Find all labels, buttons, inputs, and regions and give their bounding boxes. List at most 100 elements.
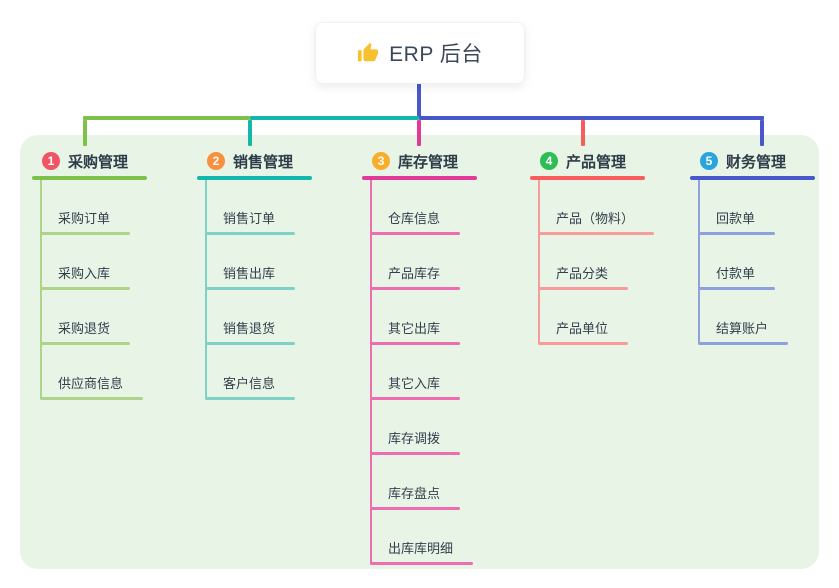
child-label: 客户信息	[223, 376, 276, 391]
branch-spine	[538, 180, 540, 343]
child-underline	[370, 397, 460, 400]
child-label: 采购入库	[58, 266, 111, 281]
child-label: 库存盘点	[388, 486, 441, 501]
child-node[interactable]: 回款单	[690, 180, 815, 235]
branch-header[interactable]: 4 产品管理	[530, 148, 645, 174]
child-underline	[370, 287, 460, 290]
child-node[interactable]: 产品库存	[362, 235, 477, 290]
child-node[interactable]: 采购订单	[32, 180, 147, 235]
branch-number-badge: 4	[540, 152, 558, 170]
branch-underline	[530, 176, 645, 180]
child-label: 其它出库	[388, 321, 441, 336]
child-node[interactable]: 供应商信息	[32, 345, 147, 400]
bus-segment	[250, 116, 419, 120]
child-label: 库存调拨	[388, 431, 441, 446]
branch-title: 采购管理	[68, 153, 129, 171]
child-node[interactable]: 仓库信息	[362, 180, 477, 235]
child-underline	[370, 342, 460, 345]
child-label: 回款单	[716, 211, 756, 226]
branch-drop	[83, 120, 87, 146]
branch-spine	[698, 180, 700, 343]
child-node[interactable]: 结算账户	[690, 290, 815, 345]
branch-title: 财务管理	[726, 153, 787, 171]
branch: 1 采购管理 采购订单 采购入库 采购退货 供应商信息	[32, 148, 147, 400]
branch-drop	[581, 120, 585, 146]
child-label: 仓库信息	[388, 211, 441, 226]
child-node[interactable]: 产品单位	[530, 290, 645, 345]
child-node[interactable]: 库存调拨	[362, 400, 477, 455]
child-node[interactable]: 销售退货	[197, 290, 312, 345]
root-label: ERP 后台	[389, 43, 483, 66]
branch-children: 销售订单 销售出库 销售退货 客户信息	[197, 180, 312, 400]
child-underline	[698, 342, 788, 345]
branch-children: 回款单 付款单 结算账户	[690, 180, 815, 345]
child-label: 其它入库	[388, 376, 441, 391]
branch: 3 库存管理 仓库信息 产品库存 其它出库 其它入库 库存调拨 库存盘点 出库库…	[362, 148, 477, 565]
child-label: 产品库存	[388, 266, 441, 281]
root-node[interactable]: ERP 后台	[315, 22, 525, 84]
child-underline	[40, 232, 130, 235]
branch-title: 销售管理	[233, 153, 294, 171]
child-label: 付款单	[716, 266, 756, 281]
child-node[interactable]: 其它出库	[362, 290, 477, 345]
child-label: 销售出库	[223, 266, 276, 281]
child-underline	[205, 232, 295, 235]
child-node[interactable]: 产品分类	[530, 235, 645, 290]
child-node[interactable]: 出库库明细	[362, 510, 477, 565]
child-underline	[370, 232, 460, 235]
child-underline	[538, 342, 628, 345]
branch-children: 仓库信息 产品库存 其它出库 其它入库 库存调拨 库存盘点 出库库明细	[362, 180, 477, 565]
child-label: 采购订单	[58, 211, 111, 226]
branch-children: 采购订单 采购入库 采购退货 供应商信息	[32, 180, 147, 400]
child-underline	[370, 452, 460, 455]
branch: 5 财务管理 回款单 付款单 结算账户	[690, 148, 815, 345]
child-underline	[698, 287, 775, 290]
branch-header[interactable]: 2 销售管理	[197, 148, 312, 174]
child-underline	[698, 232, 775, 235]
child-node[interactable]: 付款单	[690, 235, 815, 290]
child-node[interactable]: 产品（物料）	[530, 180, 654, 235]
branch-number-badge: 3	[372, 152, 390, 170]
branch-underline	[197, 176, 312, 180]
child-node[interactable]: 库存盘点	[362, 455, 477, 510]
child-underline	[205, 287, 295, 290]
branch-number-badge: 1	[42, 152, 60, 170]
branch-number-badge: 2	[207, 152, 225, 170]
branch: 4 产品管理 产品（物料） 产品分类 产品单位	[530, 148, 654, 345]
branch-title: 库存管理	[398, 153, 459, 171]
child-label: 采购退货	[58, 321, 111, 336]
child-label: 产品（物料）	[556, 211, 635, 226]
child-underline	[538, 287, 628, 290]
child-node[interactable]: 采购入库	[32, 235, 147, 290]
branch-underline	[690, 176, 815, 180]
child-underline	[370, 507, 460, 510]
bus-segment	[419, 116, 764, 120]
branch-number-badge: 5	[700, 152, 718, 170]
child-label: 结算账户	[716, 321, 769, 336]
child-node[interactable]: 客户信息	[197, 345, 312, 400]
branch-underline	[362, 176, 477, 180]
child-node[interactable]: 其它入库	[362, 345, 477, 400]
branch-header[interactable]: 5 财务管理	[690, 148, 815, 174]
thumbs-up-icon	[358, 42, 379, 62]
child-node[interactable]: 销售订单	[197, 180, 312, 235]
child-label: 产品单位	[556, 321, 609, 336]
child-label: 销售订单	[223, 211, 276, 226]
child-underline	[370, 562, 473, 565]
child-label: 出库库明细	[388, 541, 454, 556]
branch-underline	[32, 176, 147, 180]
child-label: 销售退货	[223, 321, 276, 336]
child-underline	[205, 342, 295, 345]
child-label: 供应商信息	[58, 376, 124, 391]
branch-header[interactable]: 1 采购管理	[32, 148, 147, 174]
branch-drop	[248, 120, 252, 146]
child-underline	[40, 342, 130, 345]
child-node[interactable]: 采购退货	[32, 290, 147, 345]
branch-header[interactable]: 3 库存管理	[362, 148, 477, 174]
branch-drop	[760, 120, 764, 146]
child-node[interactable]: 销售出库	[197, 235, 312, 290]
child-underline	[40, 397, 143, 400]
child-underline	[538, 232, 654, 235]
branch-drop	[417, 120, 421, 146]
